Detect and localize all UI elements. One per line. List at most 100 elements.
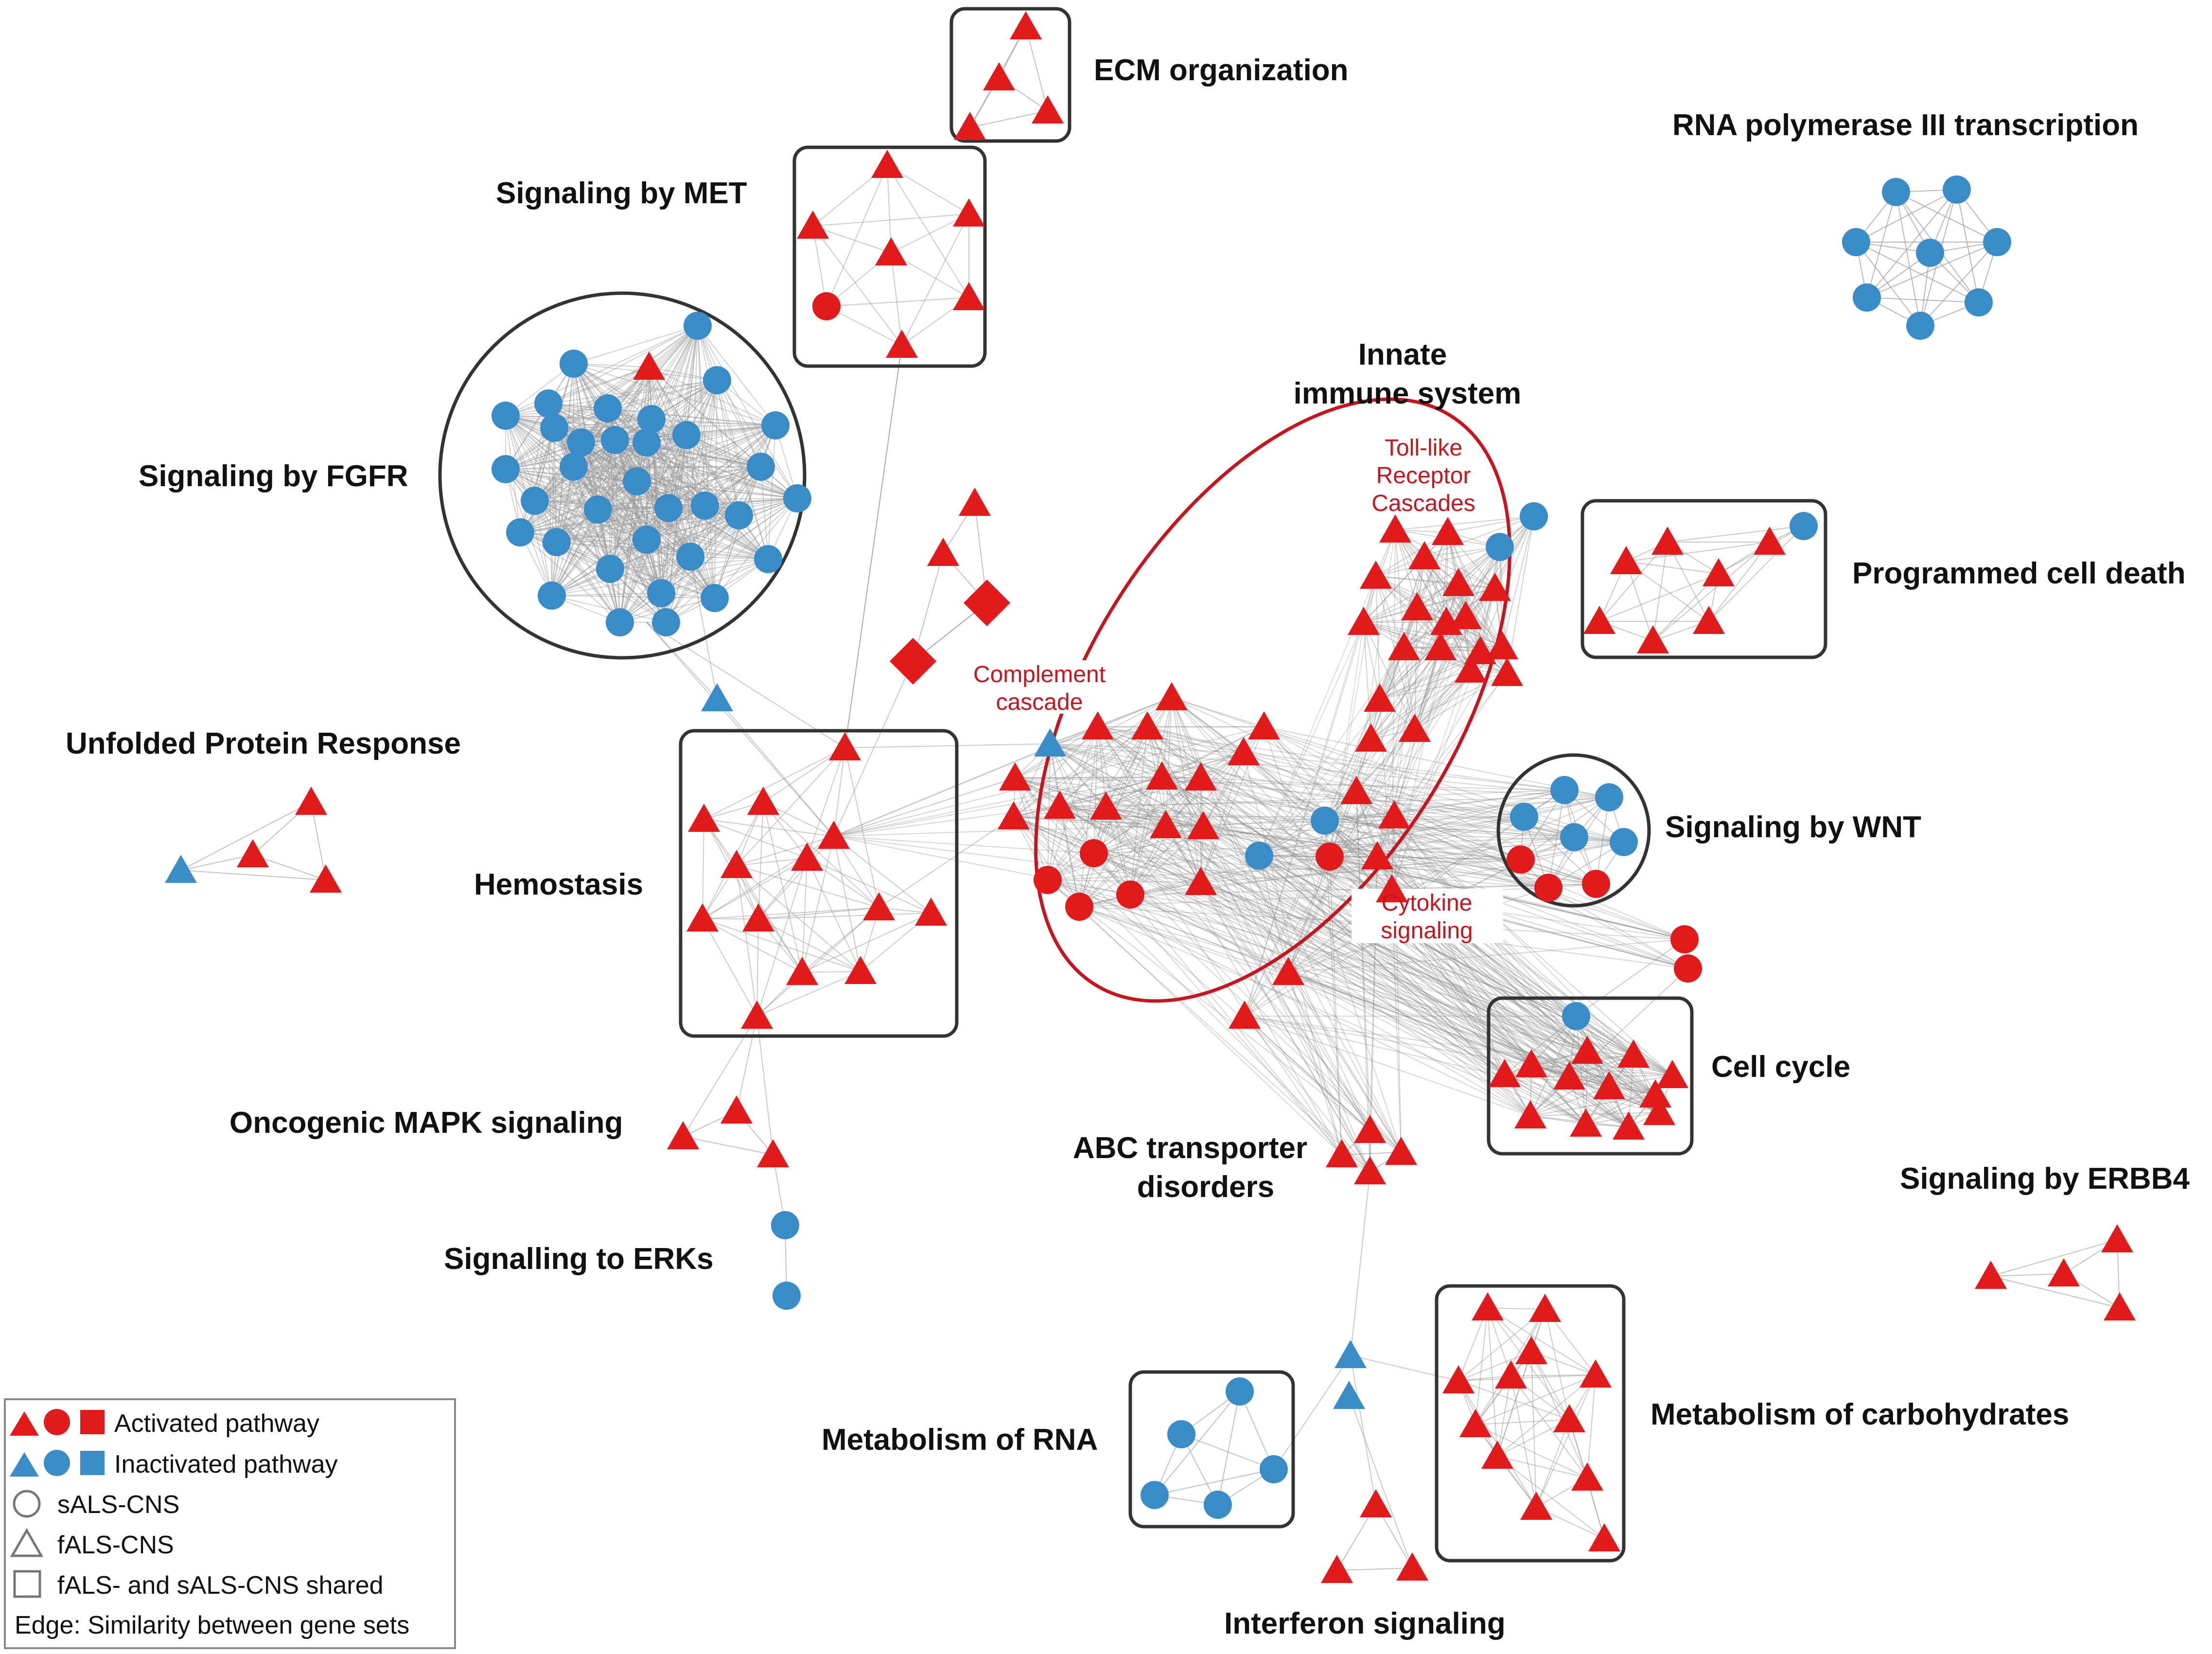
similarity-edge <box>1596 797 1610 884</box>
similarity-edge <box>1370 622 1447 739</box>
similarity-edge <box>833 806 1060 837</box>
similarity-edge <box>636 425 776 482</box>
hemostasis-box <box>679 729 959 1038</box>
pathway-node-circle <box>1245 842 1273 870</box>
similarity-edge <box>573 363 667 623</box>
label-ecm-organization: ECM organization <box>1094 53 1349 87</box>
similarity-edge <box>311 802 326 880</box>
similarity-edge <box>1200 777 1688 969</box>
similarity-edge <box>1350 1171 1370 1356</box>
similarity-edge <box>1856 242 1979 303</box>
similarity-edge <box>551 508 669 596</box>
pathway-node-triangle <box>2104 1292 2136 1320</box>
similarity-edge <box>1375 546 1500 577</box>
similarity-edge <box>649 367 769 560</box>
similarity-edge <box>614 440 620 623</box>
similarity-edge <box>1259 855 1505 1075</box>
similarity-edge <box>1363 622 1380 700</box>
similarity-edge <box>636 466 761 482</box>
similarity-edge <box>668 325 698 509</box>
similarity-edge <box>548 403 647 443</box>
similarity-edge <box>1147 726 1521 860</box>
similarity-edge <box>1585 1112 1660 1125</box>
similarity-edge <box>505 415 667 623</box>
similarity-edge <box>1013 726 1098 817</box>
similarity-edge <box>891 252 902 346</box>
similarity-edge <box>1050 743 1505 1075</box>
similarity-edge <box>756 918 759 1017</box>
similarity-edge <box>1288 939 1685 973</box>
similarity-edge <box>833 697 1172 837</box>
similarity-edge <box>1548 790 1565 888</box>
similarity-edge <box>1288 972 1342 1155</box>
similarity-edge <box>1510 1374 1596 1376</box>
pathway-node-circle <box>684 312 712 340</box>
similarity-edge <box>573 325 698 364</box>
similarity-edge <box>610 367 650 569</box>
pathway-node-triangle <box>747 787 779 815</box>
similarity-edge <box>1356 791 1370 1131</box>
similarity-edge <box>768 425 776 560</box>
similarity-edge <box>556 442 647 543</box>
pathway-node-triangle <box>633 352 665 380</box>
similarity-edge <box>551 408 608 596</box>
similarity-edge <box>1130 894 1629 1127</box>
similarity-edge <box>1356 791 1392 890</box>
label-cytokine-line1: Cytokine <box>1382 890 1473 916</box>
similarity-edge <box>1013 816 1370 1172</box>
similarity-edge <box>1288 647 1441 973</box>
label-complement-line1: Complement <box>973 662 1106 687</box>
legend-box <box>4 1398 456 1649</box>
similarity-edge <box>1363 532 1448 623</box>
similarity-edge <box>1329 856 1685 940</box>
similarity-edge <box>1569 1075 1673 1077</box>
similarity-edge <box>534 481 637 501</box>
similarity-edge <box>505 415 611 569</box>
similarity-edge <box>697 325 798 499</box>
similarity-edge <box>1161 776 1370 1172</box>
similarity-edge <box>649 367 691 557</box>
pathway-node-triangle <box>741 1001 773 1029</box>
similarity-edge <box>1059 806 1201 883</box>
pathway-node-triangle <box>1272 957 1304 985</box>
similarity-edge <box>505 469 798 499</box>
pathway-node-circle <box>567 428 595 457</box>
similarity-edge <box>1130 894 1505 1075</box>
similarity-edge <box>520 380 718 533</box>
pathway-node-triangle <box>237 839 269 867</box>
pathway-node-circle <box>596 555 624 583</box>
similarity-edge <box>1165 825 1660 1113</box>
similarity-edge <box>1288 972 1586 1125</box>
similarity-edge <box>1394 815 1634 1056</box>
pathway-node-triangle <box>1340 776 1372 804</box>
similarity-edge <box>1093 697 1172 854</box>
pathway-node-triangle <box>786 957 818 985</box>
similarity-edge <box>1047 726 1098 880</box>
similarity-edge <box>649 367 761 467</box>
similarity-edge <box>646 380 718 443</box>
similarity-edge <box>1171 697 1201 778</box>
similarity-edge <box>607 408 739 516</box>
similarity-edge <box>1440 646 1503 648</box>
similarity-edge <box>702 858 808 919</box>
similarity-edge <box>1395 529 1441 648</box>
pathway-node-triangle <box>1472 1292 1504 1320</box>
pathway-node-circle <box>1790 512 1818 540</box>
similarity-edge <box>1093 777 1201 854</box>
similarity-edge <box>597 466 761 510</box>
similarity-edge <box>1097 726 1106 808</box>
pathway-node-triangle <box>953 198 985 227</box>
fgfr-circle-outline <box>438 291 807 660</box>
similarity-edge <box>1264 726 1597 884</box>
similarity-edge <box>573 363 761 467</box>
similarity-edge <box>1047 880 1370 1131</box>
pathway-node-triangle <box>1032 95 1064 123</box>
legend-inactivated-square <box>80 1451 105 1475</box>
similarity-edge <box>551 481 637 596</box>
similarity-edge <box>690 425 776 557</box>
similarity-edge <box>1446 516 1534 623</box>
similarity-edge <box>551 363 574 596</box>
similarity-edge <box>1363 622 1371 739</box>
similarity-edge <box>1379 622 1447 700</box>
pathway-node-circle <box>647 579 675 607</box>
